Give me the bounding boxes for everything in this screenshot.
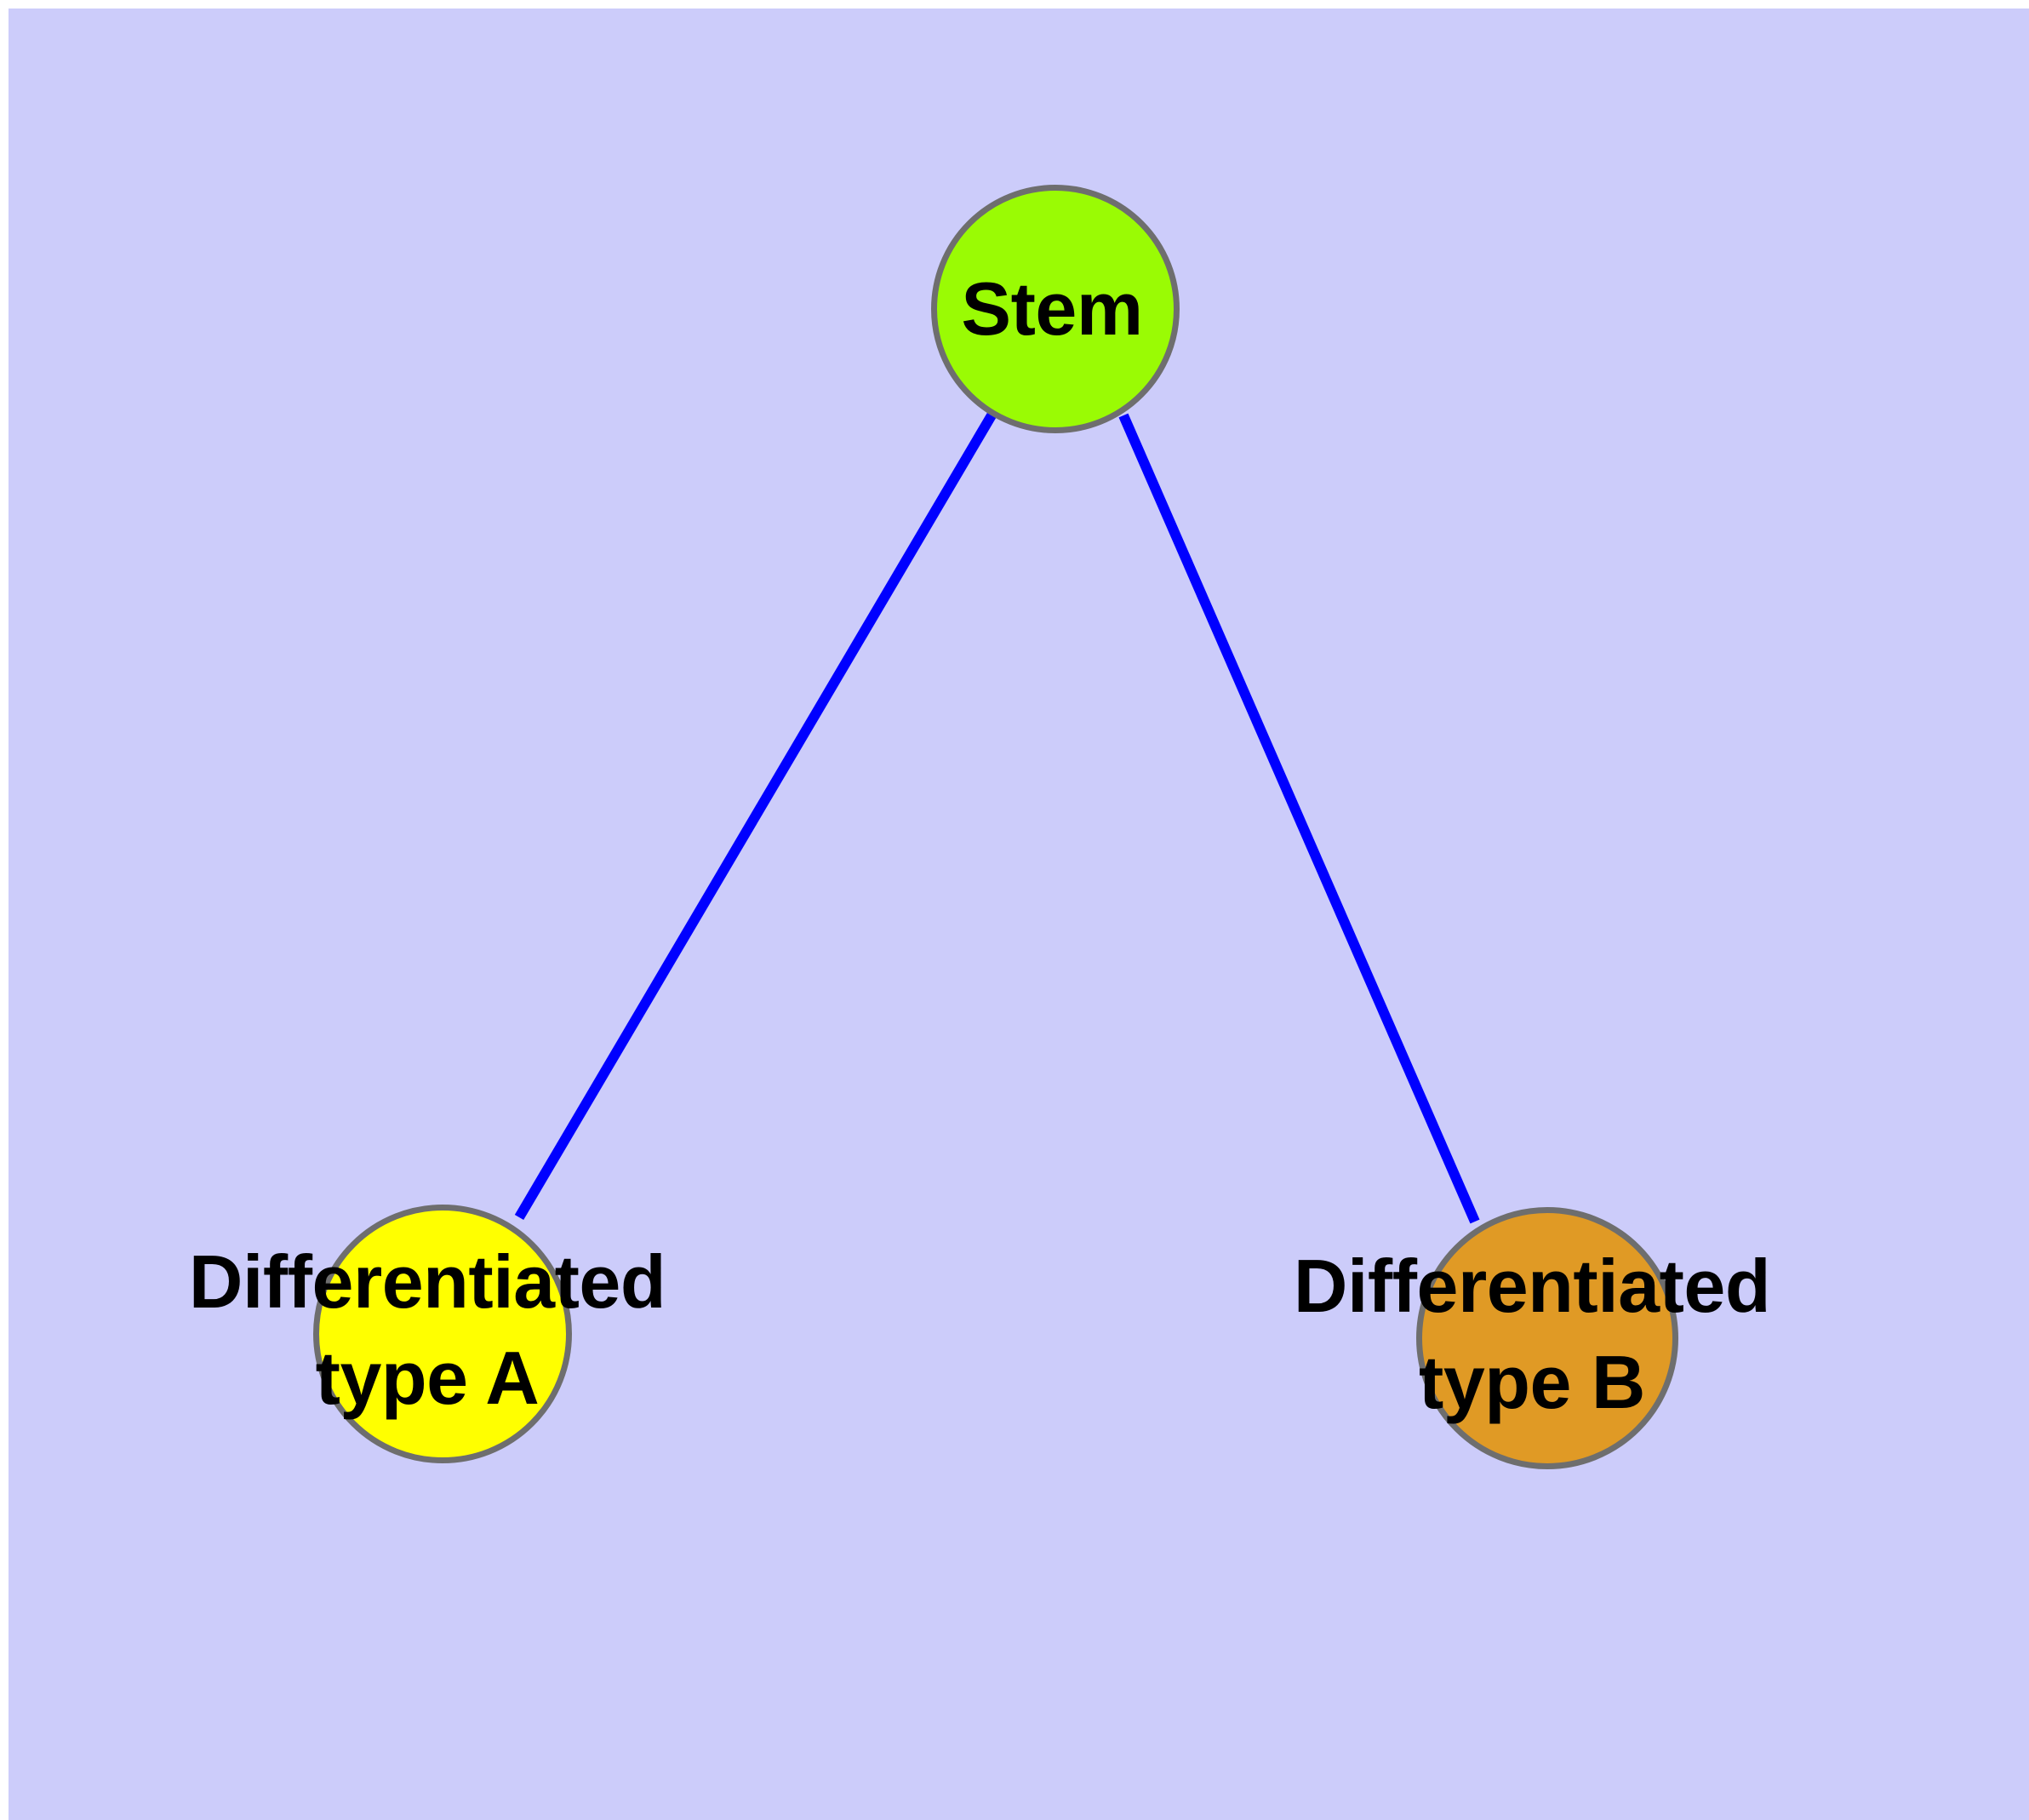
- node-differentiated-type-b[interactable]: [1416, 1207, 1678, 1469]
- graph-plot-area: Stem Differentiated type A Differentiate…: [9, 9, 2029, 1820]
- edge-stem-to-differentiated-type-a: [514, 412, 997, 1221]
- node-stem[interactable]: [931, 185, 1180, 433]
- node-label-stem: Stem: [961, 266, 1143, 351]
- edge-stem-to-differentiated-type-b: [1118, 413, 1480, 1224]
- node-label-differentiated-type-a: Differentiated type A: [188, 1239, 666, 1420]
- edge-layer: [514, 412, 1480, 1224]
- node-differentiated-type-a[interactable]: [313, 1205, 572, 1463]
- node-label-differentiated-type-b: Differentiated type B: [1293, 1244, 1771, 1424]
